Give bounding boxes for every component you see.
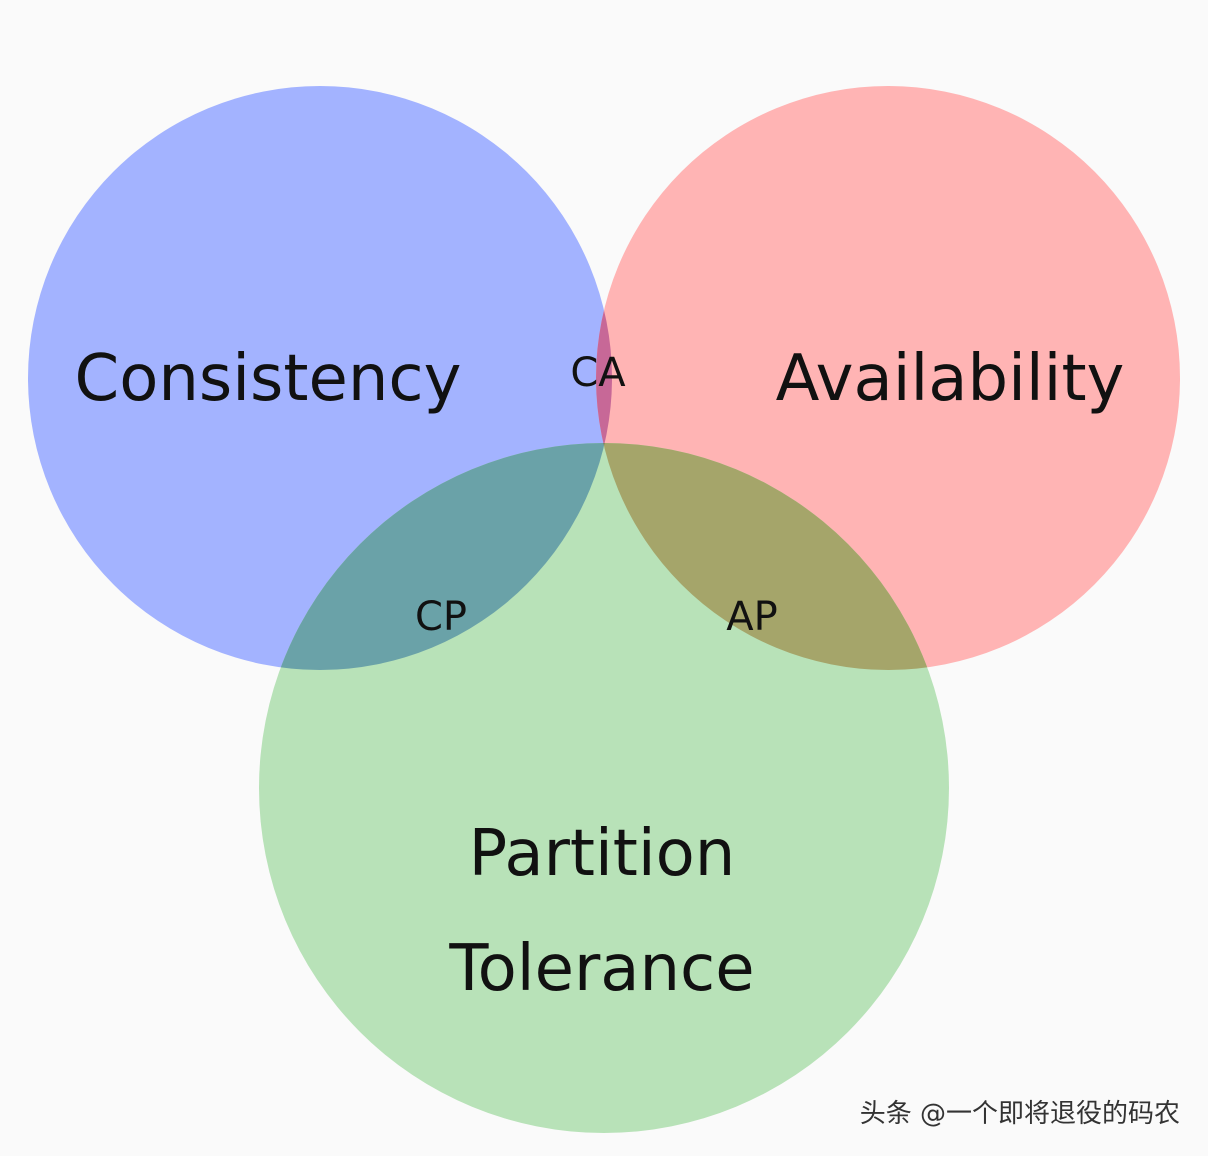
ap-label: AP: [726, 594, 777, 640]
partition-label-line1: Partition: [469, 817, 736, 891]
watermark-text: 头条 @一个即将退役的码农: [860, 1099, 1180, 1129]
partition-label-line2: Tolerance: [448, 932, 754, 1006]
availability-label: Availability: [776, 342, 1125, 416]
cp-label: CP: [415, 594, 467, 640]
cp-intersection-region: [259, 443, 612, 670]
ca-label: CA: [570, 350, 626, 396]
ap-intersection-region: [596, 443, 949, 670]
consistency-label: Consistency: [75, 342, 462, 416]
